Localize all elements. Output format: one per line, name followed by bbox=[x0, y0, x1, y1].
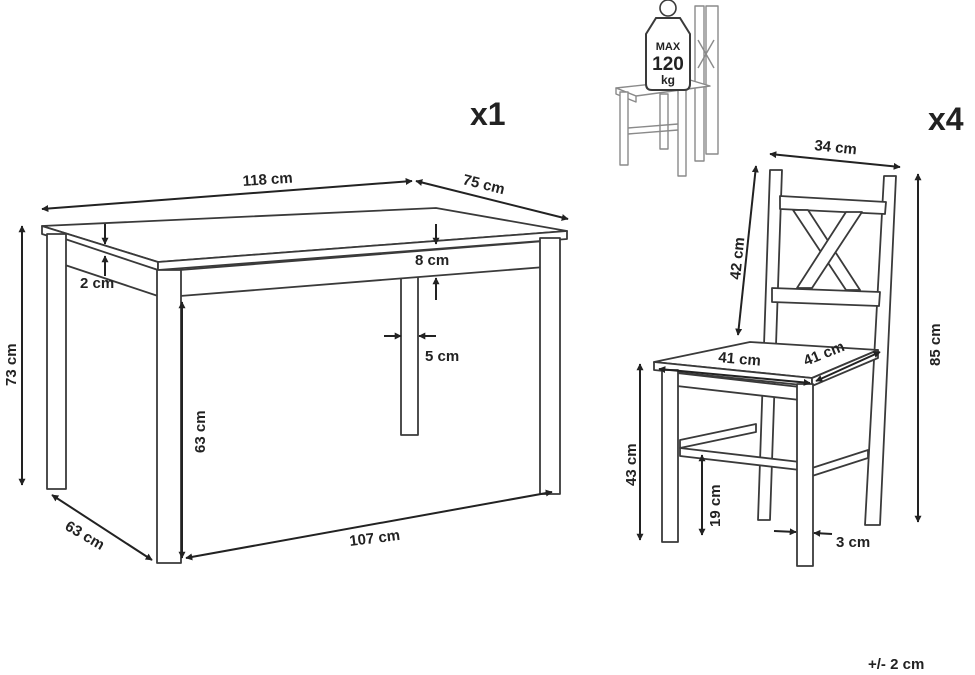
chair-lower-rail bbox=[771, 287, 881, 307]
dim-arrow-chair-leg-right bbox=[813, 529, 833, 537]
chair-stretcher-right bbox=[811, 449, 869, 477]
table-leg-back-left bbox=[46, 233, 67, 490]
chair-back-upright-right bbox=[864, 175, 897, 526]
label-table-length: 118 cm bbox=[242, 170, 293, 190]
quantity-table: x1 bbox=[470, 96, 506, 132]
chair-stretcher-front bbox=[679, 447, 801, 471]
dim-line-inner-depth bbox=[51, 494, 153, 561]
table-dimension-lines bbox=[18, 177, 569, 561]
label-back-width: 34 cm bbox=[814, 137, 858, 158]
dim-line-back-width bbox=[769, 151, 901, 170]
chair-leg-front-left bbox=[661, 369, 679, 543]
label-leg-height: 63 cm bbox=[192, 410, 209, 453]
label-chair-leg-width: 3 cm bbox=[836, 534, 870, 551]
table-leg-front-left bbox=[156, 269, 182, 564]
chair-leg-front-right bbox=[796, 383, 814, 567]
table-drawing bbox=[41, 207, 568, 564]
dim-line-seat-width bbox=[658, 366, 811, 386]
label-total-height: 85 cm bbox=[927, 323, 944, 366]
weight-badge-value: 120 bbox=[652, 54, 684, 75]
label-seat-width: 41 cm bbox=[718, 349, 762, 370]
label-stretcher-height: 19 cm bbox=[707, 484, 724, 527]
quantity-chairs: x4 bbox=[928, 101, 964, 137]
chair-dimension-lines bbox=[636, 151, 922, 541]
dim-line-table-length bbox=[41, 177, 413, 213]
dim-line-inner-length bbox=[185, 489, 553, 561]
label-apron-height: 8 cm bbox=[415, 252, 449, 269]
weight-icon bbox=[645, 0, 691, 91]
chair-stretcher-left bbox=[679, 423, 757, 449]
label-top-thickness: 2 cm bbox=[80, 275, 114, 292]
table-top-front-edge bbox=[157, 230, 568, 271]
tolerance-note: +/- 2 cm bbox=[868, 656, 924, 673]
dim-line-back-height bbox=[735, 165, 759, 336]
dim-line-table-depth bbox=[415, 179, 569, 221]
dim-line-seat-depth bbox=[815, 351, 881, 382]
table-back-leg-inner bbox=[400, 269, 419, 436]
label-seat-height: 43 cm bbox=[623, 443, 640, 486]
weight-badge-max: MAX bbox=[656, 41, 681, 53]
chair-drawing bbox=[653, 169, 897, 567]
label-back-height: 42 cm bbox=[727, 236, 748, 280]
label-table-height: 73 cm bbox=[3, 343, 20, 386]
weight-badge-unit: kg bbox=[661, 73, 675, 87]
chair-cross-b bbox=[796, 211, 863, 289]
dim-arrow-chair-leg-left bbox=[773, 528, 797, 536]
label-inner-depth: 63 cm bbox=[62, 518, 107, 554]
table-leg-front-right bbox=[539, 237, 561, 495]
label-leg-width: 5 cm bbox=[425, 348, 459, 365]
label-inner-length: 107 cm bbox=[348, 527, 401, 550]
